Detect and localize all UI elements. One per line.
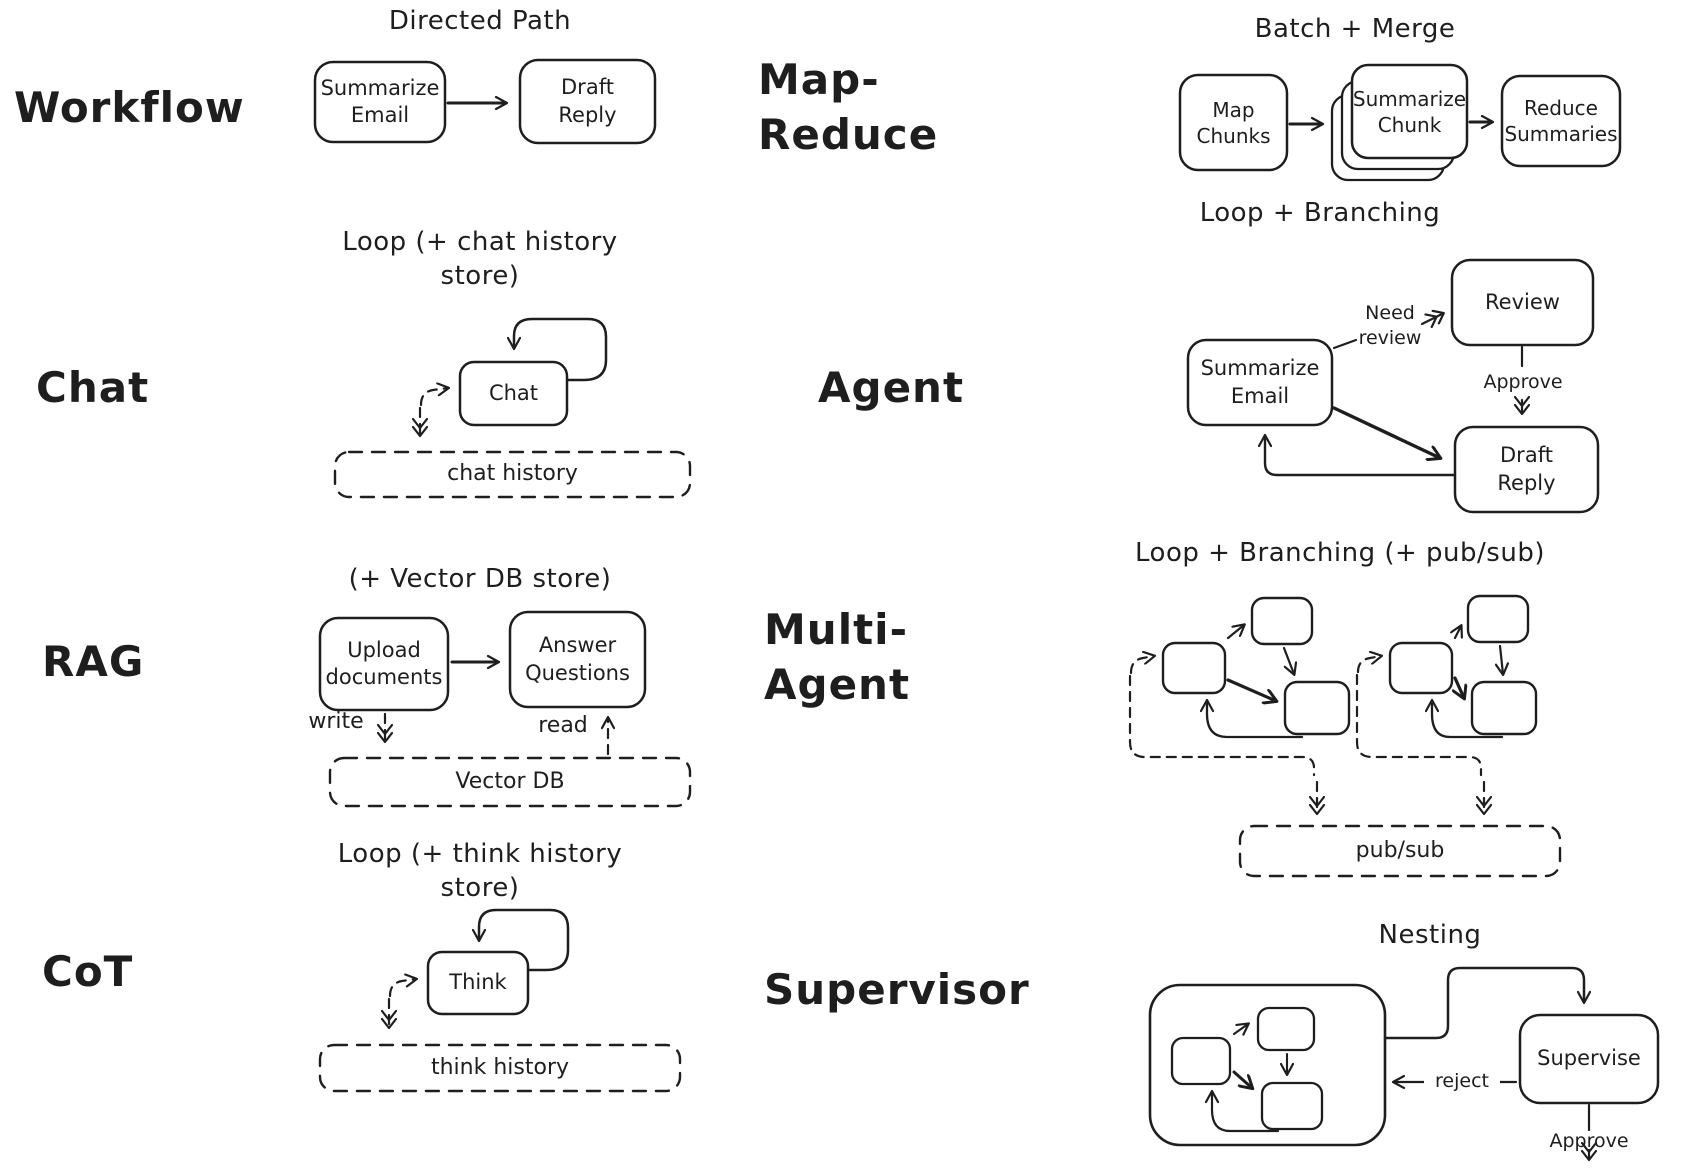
mapreduce-map-chunks-box bbox=[1178, 73, 1289, 172]
multiagent-title: Loop + Branching (+ pub/sub) bbox=[1135, 538, 1545, 569]
multiagent-c2-arrow-left-top bbox=[1455, 626, 1461, 640]
multiagent-c2-bottom-box bbox=[1470, 680, 1538, 736]
rag-title: (+ Vector DB store) bbox=[348, 564, 612, 595]
multiagent-c2-arrow-top-bottom bbox=[1500, 644, 1503, 674]
agent-review-label: Review bbox=[1485, 289, 1560, 314]
mapreduce-reduce-summaries-box bbox=[1500, 74, 1622, 168]
chat-node-label: Chat bbox=[488, 380, 539, 405]
chat-self-loop-arrow bbox=[514, 317, 608, 382]
mapreduce-map-chunks-label: Map Chunks bbox=[1196, 97, 1271, 148]
agent-draft-reply-label: Draft Reply bbox=[1497, 443, 1556, 495]
rag-answer-questions-label: Answer Questions bbox=[525, 633, 630, 685]
chat-history-store-label: chat history bbox=[447, 461, 578, 487]
supervisor-title: Nesting bbox=[1378, 920, 1482, 951]
multiagent-c1-arrow-top-bottom bbox=[1282, 646, 1294, 674]
rag-answer-questions-box bbox=[508, 610, 647, 709]
mapreduce-title: Batch + Merge bbox=[1254, 14, 1456, 45]
workflow-section-label: Workflow bbox=[14, 82, 245, 132]
agent-need-review-edge-label: Need review bbox=[1358, 302, 1422, 349]
multiagent-section-label: Multi-Agent bbox=[764, 605, 911, 709]
agent-need-review-arrow bbox=[1420, 314, 1442, 324]
cot-think-label: Think bbox=[449, 970, 507, 995]
cot-self-loop-arrow bbox=[479, 908, 570, 972]
chat-entry-dashed-arrow bbox=[419, 388, 448, 407]
agent-approve-edge-label: Approve bbox=[1483, 370, 1563, 393]
multiagent-c1-arrow-left-bottom bbox=[1226, 678, 1276, 701]
multiagent-c2-arrow-left-bottom bbox=[1455, 676, 1464, 698]
multiagent-c1-return-arrow bbox=[1207, 701, 1304, 739]
rag-section-label: RAG bbox=[42, 636, 145, 686]
supervisor-inner-return-arrow bbox=[1212, 1092, 1280, 1133]
mapreduce-section-label: Map-Reduce bbox=[758, 55, 939, 159]
chat-section-label: Chat bbox=[36, 362, 150, 412]
agent-summarize-email-box bbox=[1186, 338, 1334, 427]
supervisor-supervise-label: Supervise bbox=[1537, 1046, 1641, 1071]
rag-vector-db-store-label: Vector DB bbox=[455, 768, 565, 794]
cot-think-history-store-label: think history bbox=[430, 1054, 570, 1080]
multiagent-c1-top-box bbox=[1250, 596, 1314, 646]
rag-upload-documents-box bbox=[318, 616, 450, 712]
chat-history-store-box bbox=[333, 450, 692, 499]
mapreduce-summarize-chunk-label: Summarize Chunk bbox=[1352, 86, 1467, 137]
agent-need-review-connector bbox=[1332, 338, 1358, 350]
mapreduce-summarize-chunk-box bbox=[1350, 63, 1469, 160]
workflow-title: Directed Path bbox=[388, 6, 572, 37]
cot-think-history-store-box bbox=[318, 1043, 682, 1093]
supervisor-supervise-box bbox=[1518, 1013, 1660, 1105]
multiagent-c2-top-box bbox=[1466, 594, 1530, 644]
multiagent-c1-entry-dashed-arrow bbox=[1129, 656, 1154, 675]
cot-think-box bbox=[426, 950, 530, 1016]
agent-draft-reply-box bbox=[1453, 425, 1600, 514]
multiagent-c2-return-arrow bbox=[1432, 701, 1504, 739]
supervisor-inner-left-box bbox=[1170, 1036, 1232, 1086]
multiagent-c2-dashed-path bbox=[1355, 673, 1483, 777]
multiagent-c1-arrow-left-top bbox=[1226, 625, 1244, 640]
supervisor-inner-arrow-left-bottom bbox=[1232, 1070, 1252, 1088]
cot-entry-dashed-arrow bbox=[388, 979, 416, 998]
multiagent-c1-bottom-box bbox=[1283, 680, 1351, 736]
supervisor-reject-edge-label: reject bbox=[1424, 1068, 1500, 1094]
supervisor-container-box bbox=[1148, 983, 1387, 1147]
supervisor-approve-edge-label: Approve bbox=[1549, 1129, 1629, 1152]
chat-box bbox=[458, 360, 569, 427]
agent-summarize-email-label: Summarize Email bbox=[1200, 356, 1320, 408]
rag-read-edge-label: read bbox=[538, 712, 588, 738]
multiagent-c1-dashed-path bbox=[1128, 674, 1316, 777]
rag-vector-db-store-box bbox=[328, 756, 692, 808]
workflow-draft-reply-box bbox=[518, 58, 657, 145]
agent-return-arrow bbox=[1265, 436, 1457, 477]
multiagent-c1-left-box bbox=[1161, 641, 1227, 695]
agent-section-label: Agent bbox=[818, 362, 965, 412]
workflow-draft-reply-label: Draft Reply bbox=[558, 75, 617, 127]
multiagent-pubsub-store-box bbox=[1238, 824, 1562, 878]
supervisor-section-label: Supervisor bbox=[764, 964, 1030, 1014]
rag-upload-documents-label: Upload documents bbox=[325, 637, 443, 689]
multiagent-pubsub-store-label: pub/sub bbox=[1355, 837, 1445, 863]
supervisor-inner-bottom-box bbox=[1260, 1081, 1324, 1131]
workflow-summarize-email-box bbox=[313, 60, 447, 144]
rag-write-edge-label: write bbox=[308, 708, 364, 734]
agent-title: Loop + Branching bbox=[1199, 198, 1441, 229]
cot-section-label: CoT bbox=[42, 946, 134, 996]
multiagent-c2-left-box bbox=[1388, 641, 1454, 695]
cot-title: Loop (+ think history store) bbox=[337, 839, 623, 903]
agent-review-box bbox=[1450, 258, 1595, 347]
chat-title: Loop (+ chat history store) bbox=[342, 227, 618, 291]
supervisor-to-supervise-arrow bbox=[1383, 966, 1584, 1040]
workflow-summarize-email-label: Summarize Email bbox=[320, 75, 440, 127]
multiagent-c2-entry-dashed-arrow bbox=[1356, 656, 1381, 674]
mapreduce-reduce-summaries-label: Reduce Summaries bbox=[1504, 96, 1618, 146]
supervisor-inner-arrow-left-top bbox=[1232, 1024, 1248, 1034]
supervisor-inner-top-box bbox=[1256, 1006, 1316, 1052]
agent-summarize-to-draft-arrow bbox=[1332, 406, 1440, 458]
